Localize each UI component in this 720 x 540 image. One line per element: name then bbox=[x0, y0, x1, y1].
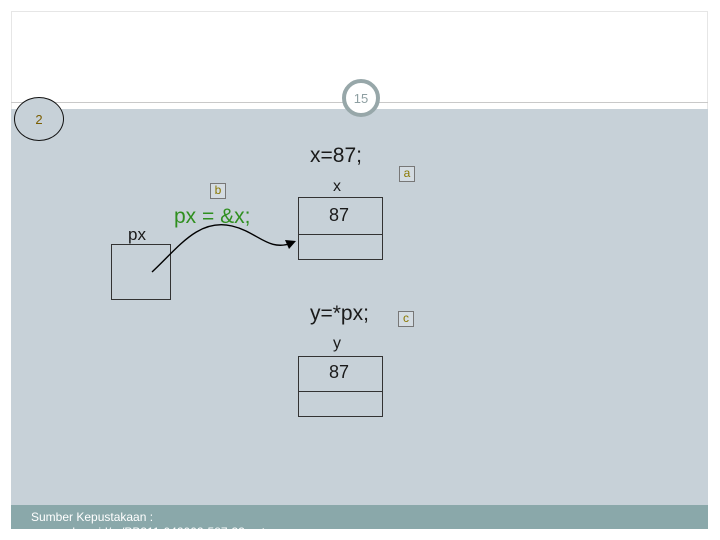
var-x-value: 87 bbox=[329, 205, 350, 225]
code-assign-y: y=*px; bbox=[310, 302, 369, 325]
tag-b: b bbox=[210, 183, 226, 199]
footer-bar bbox=[11, 505, 708, 529]
code-assign-px: px = &x; bbox=[174, 205, 251, 228]
footer-source-label: Sumber Kepustakaan : bbox=[31, 510, 154, 524]
slide-content-area bbox=[11, 109, 708, 529]
var-y-cell-value bbox=[298, 356, 383, 392]
pointer-arrow-path bbox=[151, 224, 293, 273]
page-number: 15 bbox=[342, 79, 380, 117]
var-y-value: 87 bbox=[329, 362, 350, 382]
code-assign-x: x=87; bbox=[310, 144, 362, 167]
var-x-name: x bbox=[333, 178, 341, 195]
var-x-cell-address bbox=[298, 234, 383, 260]
pointer-arrow-head bbox=[285, 240, 296, 249]
var-px-cell bbox=[111, 244, 171, 300]
step-number-text: 2 bbox=[35, 111, 43, 127]
footer-source-url: www.pcb.ac.id/.../PB311-042002-587-33.pp… bbox=[31, 525, 265, 539]
step-number: 2 bbox=[14, 97, 64, 141]
page-number-text: 15 bbox=[353, 90, 369, 106]
var-y-cell-address bbox=[298, 391, 383, 417]
var-y-name: y bbox=[333, 335, 341, 352]
var-px-name: px bbox=[128, 225, 146, 244]
tag-a: a bbox=[399, 166, 415, 182]
tag-c: c bbox=[398, 311, 414, 327]
